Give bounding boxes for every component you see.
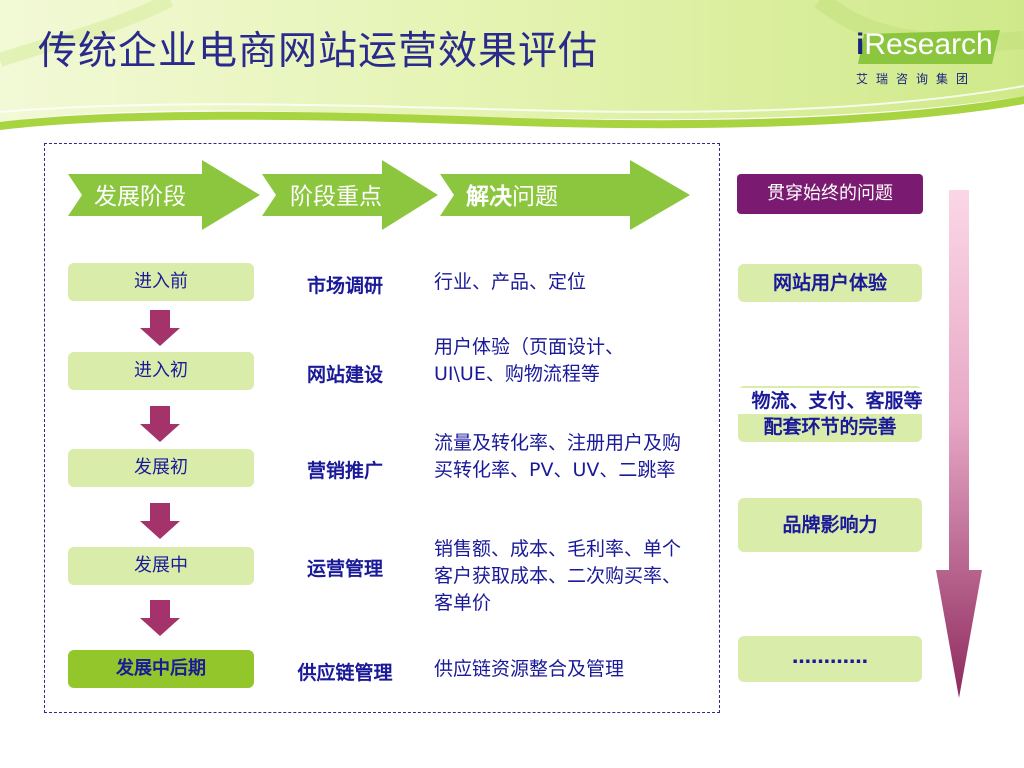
down-arrow-icon [140,310,180,346]
down-arrow-icon [140,600,180,636]
arrow-focus: 阶段重点 [262,160,440,230]
problem-4: 销售额、成本、毛利率、单个客户获取成本、二次购买率、客单价 [434,538,682,614]
focus-1: 市场调研 [306,275,383,297]
arrow-problem: 解决问题 [440,160,692,230]
stages-frame [44,143,720,713]
problem-5: 供应链资源整合及管理 [434,658,625,680]
focus-3: 营销推广 [306,460,383,482]
problem-3: 流量及转化率、注册用户及购买转化率、PV、UV、二跳率 [434,432,682,481]
stage-box-3: 发展初 [68,449,254,487]
persistent-issues-heading: 贯穿始终的问题 [737,174,923,214]
logo-research: Research [864,28,993,61]
arrow-problem-label: 解决问题 [466,184,558,210]
persistent-issue-3: 品牌影响力 [738,498,922,552]
stage-box-2: 进入初 [68,352,254,390]
persistent-issue-2: 物流、支付、客服等 配套环节的完善 [732,386,942,442]
persistent-issue-4: ………… [738,636,922,682]
logo-subtitle: 艾瑞咨询集团 [856,72,977,86]
focus-2: 网站建设 [306,364,383,386]
down-arrow-icon [140,503,180,539]
header-background [0,0,1024,130]
focus-5: 供应链管理 [297,662,393,684]
problem-1: 行业、产品、定位 [434,271,587,293]
stage-box-1: 进入前 [68,263,254,301]
stage-box-4: 发展中 [68,547,254,585]
timeline-down-arrow-icon [936,190,982,698]
arrow-stage-label: 发展阶段 [94,184,186,210]
down-arrow-icon [140,406,180,442]
arrow-stage: 发展阶段 [68,160,262,230]
iresearch-logo: iResearch 艾瑞咨询集团 [854,26,1004,96]
stage-box-5: 发展中后期 [68,650,254,688]
page-title: 传统企业电商网站运营效果评估 [38,29,599,74]
logo-i: i [856,28,865,61]
problem-2: 用户体验（页面设计、UI\UE、购物流程等 [434,336,625,385]
focus-4: 运营管理 [306,558,383,580]
persistent-issue-1: 网站用户体验 [738,264,922,302]
arrow-focus-label: 阶段重点 [290,184,382,210]
